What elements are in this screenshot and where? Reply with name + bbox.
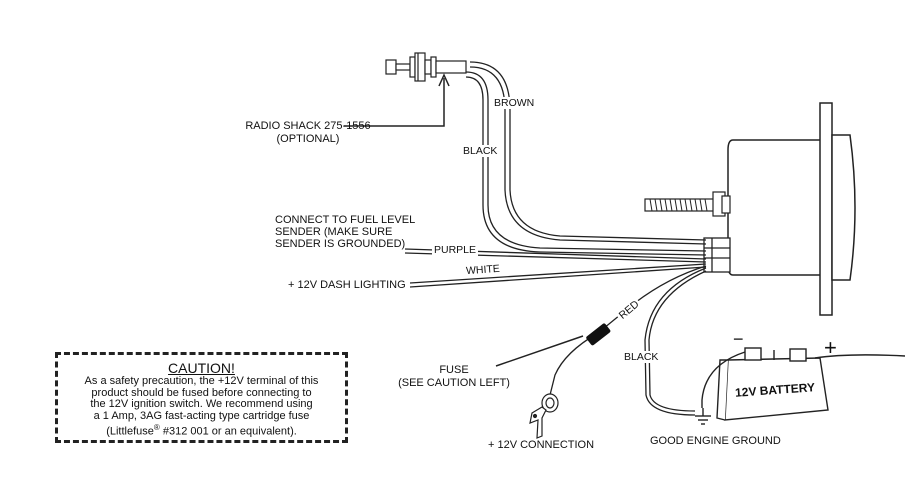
ground-icon bbox=[695, 408, 711, 425]
gauge-bezel bbox=[819, 102, 833, 316]
fuse-label-line-2: (SEE CAUTION LEFT) bbox=[398, 377, 510, 389]
registered-mark: ® bbox=[153, 423, 160, 432]
wire-connector bbox=[703, 237, 731, 273]
caution-line-4: a 1 Amp, 3AG fast-acting type cartridge … bbox=[93, 409, 310, 422]
caution-title: CAUTION! bbox=[168, 360, 235, 376]
caution-line-5: (Littlefuse® #312 001 or an equivalent). bbox=[58, 422, 345, 438]
ground-label: GOOD ENGINE GROUND bbox=[650, 435, 781, 447]
black-wire-top bbox=[465, 71, 707, 252]
purple-wire-label: PURPLE bbox=[432, 244, 479, 256]
black-wire-bottom bbox=[644, 267, 707, 416]
fuel-sender-line-1: CONNECT TO FUEL LEVEL bbox=[275, 214, 416, 226]
fuel-sender-line-3: SENDER IS GROUNDED) bbox=[275, 238, 406, 250]
brown-wire bbox=[469, 61, 707, 241]
radio-shack-label: RADIO SHACK 275-1556 (OPTIONAL) bbox=[243, 121, 373, 145]
gauge-housing bbox=[727, 102, 856, 316]
ignition-label: + 12V CONNECTION bbox=[488, 439, 595, 451]
caution-line-1: As a safety precaution, the +12V termina… bbox=[84, 375, 319, 387]
radio-shack-part-number: RADIO SHACK 275-1556 bbox=[245, 120, 371, 132]
battery-cable bbox=[814, 354, 906, 359]
mounting-stud bbox=[644, 191, 731, 217]
radio-shack-leader bbox=[344, 78, 445, 127]
radio-shack-optional: (OPTIONAL) bbox=[276, 133, 340, 145]
ignition-key-icon bbox=[529, 393, 559, 439]
fuse-leader bbox=[495, 335, 584, 367]
black-wire-top-label: BLACK bbox=[461, 145, 500, 157]
dash-lighting-label: + 12V DASH LIGHTING bbox=[288, 279, 406, 291]
fuse-label-line-1: FUSE bbox=[439, 364, 469, 376]
brown-wire-label: BROWN bbox=[492, 97, 537, 109]
gauge-lens bbox=[831, 134, 856, 281]
caution-line-3: the 12V ignition switch. We recommend us… bbox=[90, 398, 313, 410]
caution-line-5-end: #312 001 or an equivalent). bbox=[159, 425, 297, 438]
fuel-sender-line-2: SENDER (MAKE SURE bbox=[275, 226, 393, 238]
fuse-icon bbox=[586, 323, 611, 346]
caution-line-2: product should be fused before connectin… bbox=[91, 386, 312, 399]
battery-plus-sign: + bbox=[824, 335, 837, 360]
white-wire bbox=[409, 263, 707, 284]
caution-box: CAUTION! As a safety precaution, the +12… bbox=[55, 352, 348, 443]
battery-icon bbox=[701, 347, 906, 421]
fuel-sender-label: CONNECT TO FUEL LEVEL SENDER (MAKE SURE … bbox=[275, 215, 415, 250]
black-wire-bottom-label: BLACK bbox=[622, 351, 661, 363]
switch-icon bbox=[385, 52, 467, 82]
caution-line-5-start: (Littlefuse bbox=[106, 425, 154, 438]
fuse-label: FUSE (SEE CAUTION LEFT) bbox=[396, 365, 512, 389]
battery-minus-sign: − bbox=[733, 329, 744, 349]
red-wire bbox=[549, 265, 707, 396]
